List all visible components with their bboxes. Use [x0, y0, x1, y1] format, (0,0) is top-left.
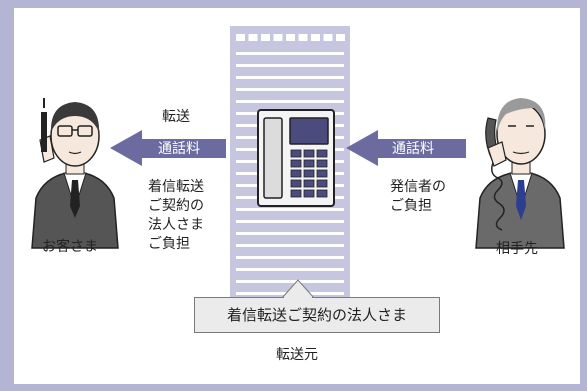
callout-pointer-cover	[284, 297, 312, 299]
desk-phone-icon	[257, 109, 335, 207]
building-floor-stripe	[236, 244, 344, 247]
phone-key	[316, 159, 328, 168]
phone-key	[290, 159, 302, 168]
customer-person-icon	[31, 98, 119, 249]
building-window	[286, 34, 295, 41]
arrow-from-caller	[346, 130, 466, 166]
phone-key	[316, 189, 328, 198]
building-floor-stripe	[236, 76, 344, 79]
contract-payer-line-4: ご負担	[148, 236, 190, 252]
building-floor-stripe	[236, 280, 344, 283]
other-party-label: 相手先	[496, 241, 538, 257]
building-floor-stripe	[236, 52, 344, 55]
building-floor-stripe	[236, 220, 344, 223]
phone-key	[290, 189, 302, 198]
building-window	[323, 34, 333, 41]
contract-payer-line-3: 法人さま	[148, 217, 204, 233]
building-floor-stripe	[236, 64, 344, 67]
phone-key	[303, 159, 315, 168]
building-window	[248, 34, 258, 41]
caller-payer-line-2: ご負担	[390, 198, 432, 214]
phone-key	[316, 169, 328, 178]
building-window	[261, 34, 270, 41]
source-label: 転送元	[276, 347, 318, 363]
caller-payer-line-1: 発信者の	[390, 179, 446, 195]
contract-payer-line-2: ご契約の	[148, 198, 204, 214]
phone-key	[290, 149, 302, 158]
phone-key	[316, 179, 328, 188]
phone-key	[290, 179, 302, 188]
building-window	[311, 34, 320, 41]
building-floor-stripe	[236, 100, 344, 103]
building-window	[273, 34, 283, 41]
phone-key	[290, 169, 302, 178]
building-floor-stripe	[236, 268, 344, 271]
call-fee-left-label: 通話料	[158, 141, 200, 157]
building-floor-stripe	[236, 88, 344, 91]
building-floor-stripe	[236, 256, 344, 259]
customer-label: お客さま	[42, 239, 98, 255]
building-floor-stripe	[236, 232, 344, 235]
contract-payer-line-1: 着信転送	[148, 179, 204, 195]
phone-key	[303, 149, 315, 158]
other-party-person-icon	[475, 98, 565, 249]
building-window	[298, 34, 308, 41]
transfer-label: 転送	[162, 109, 190, 125]
arrow-to-customer	[110, 130, 226, 166]
building-window	[336, 34, 345, 41]
phone-key	[303, 169, 315, 178]
building-floor-stripe	[236, 208, 344, 211]
callout-box: 着信転送ご契約の法人さま	[194, 297, 440, 333]
phone-key	[316, 149, 328, 158]
diagram-panel: 転送 通話料 通話料 着信転送 ご契約の 法人さま ご負担 発信者の ご負担 お…	[14, 8, 580, 384]
phone-key	[303, 189, 315, 198]
phone-key	[303, 179, 315, 188]
call-fee-right-label: 通話料	[392, 141, 434, 157]
building-window	[236, 34, 245, 41]
